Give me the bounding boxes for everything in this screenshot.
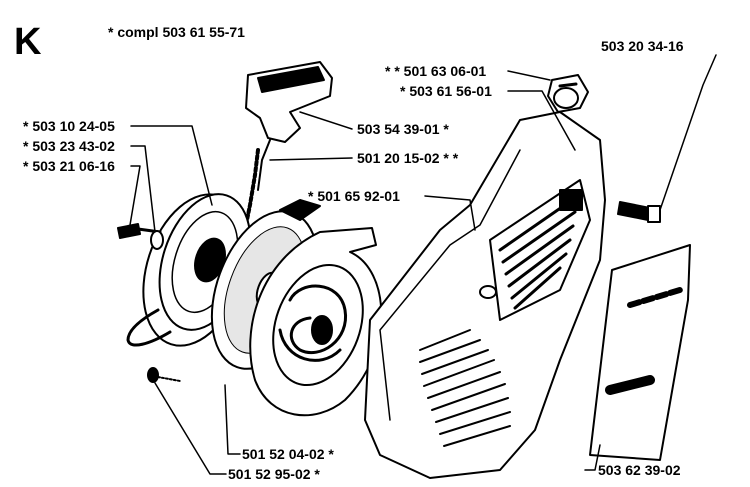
part-label-503-10-24-05: * 503 10 24-05 — [23, 118, 115, 134]
compl-label: * compl 503 61 55-71 — [108, 24, 245, 40]
part-label-501-63-06-01: * * 501 63 06-01 — [385, 63, 487, 79]
part-label-503-54-39-01: 503 54 39-01 * — [357, 121, 449, 137]
section-letter: K — [14, 21, 42, 63]
part-label-501-65-92-01: * 501 65 92-01 — [308, 188, 400, 204]
part-label-503-21-06-16: * 503 21 06-16 — [23, 158, 115, 174]
starter-handle — [245, 61, 333, 191]
part-label-501-20-15-02: 501 20 15-02 * * — [357, 150, 459, 166]
part-label-501-52-95-02: 501 52 95-02 * — [228, 466, 320, 482]
washer — [150, 230, 164, 250]
starter-rope — [244, 148, 260, 227]
decal-plate — [589, 244, 691, 461]
housing-screw — [147, 367, 181, 383]
part-label-503-61-56-01: * 503 61 56-01 — [400, 83, 492, 99]
spring-housing — [249, 227, 383, 417]
cap-plug — [547, 74, 589, 113]
starter-cover — [364, 111, 606, 479]
part-label-503-23-43-02: * 503 23 43-02 — [23, 138, 115, 154]
part-label-503-62-39-02: 503 62 39-02 — [598, 462, 681, 478]
part-label-503-20-34-16: 503 20 34-16 — [601, 38, 684, 54]
part-label-501-52-04-02: 501 52 04-02 * — [242, 446, 334, 462]
cover-screw — [617, 201, 661, 223]
